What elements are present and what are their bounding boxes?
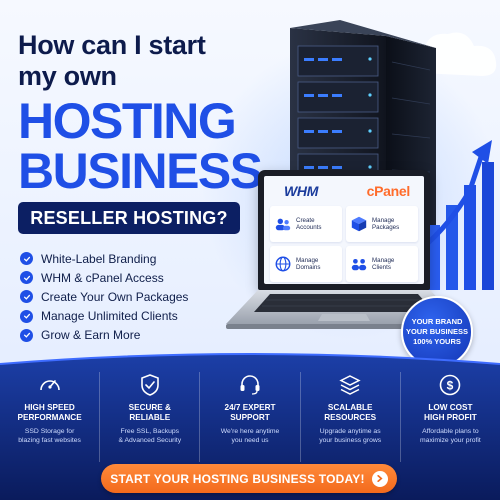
start-hosting-cta-button[interactable]: START YOUR HOSTING BUSINESS TODAY! (101, 464, 397, 493)
tile-label: Create Accounts (296, 216, 322, 232)
features-band (0, 350, 500, 500)
checklist-label: Grow & Earn More (41, 328, 141, 343)
check-icon (20, 290, 33, 304)
headline-hosting: HOSTING (18, 93, 237, 149)
tile-manage-domains[interactable]: Manage Domains (270, 246, 342, 282)
tile-manage-packages[interactable]: Manage Packages (346, 206, 418, 242)
cta-label: START YOUR HOSTING BUSINESS TODAY! (110, 471, 365, 486)
package-icon (351, 216, 367, 232)
tile-create-accounts[interactable]: Create Accounts (270, 206, 342, 242)
list-item: WHM & cPanel Access (20, 268, 220, 287)
globe-icon (275, 256, 291, 272)
list-item: Create Your Own Packages (20, 287, 220, 306)
panel-brand-row: WHM cPanel (264, 176, 424, 201)
check-icon (20, 252, 33, 265)
laptop-screen: WHM cPanel Create Accounts Manage Packag… (258, 170, 430, 290)
feature-scalable: SCALABLE RESOURCES Upgrade anytime as yo… (301, 372, 401, 462)
feature-title: HIGH SPEED PERFORMANCE (17, 403, 82, 422)
growth-chart-graphic (420, 140, 494, 290)
feature-title: SCALABLE RESOURCES (324, 403, 377, 422)
badge-line-3: 100% YOURS (413, 337, 461, 346)
badge-line-1: YOUR BRAND (411, 317, 463, 326)
panel-tiles: Create Accounts Manage Packages Manage D… (270, 206, 418, 282)
whm-logo: WHM (284, 183, 319, 199)
feature-secure: SECURE & RELIABLE Free SSL, Backups & Ad… (100, 372, 201, 462)
headset-icon (240, 375, 260, 395)
check-icon (20, 328, 33, 342)
check-icon (20, 271, 33, 285)
headline-line-2: my own (18, 61, 117, 91)
checklist-label: WHM & cPanel Access (41, 270, 164, 285)
feature-checklist: White-Label Branding WHM & cPanel Access… (20, 249, 220, 345)
users-icon (275, 218, 291, 231)
feature-low-cost: $ LOW COST HIGH PROFIT Affordable plans … (401, 372, 500, 462)
clients-icon (351, 258, 367, 271)
headline: How can I start my own HOSTING BUSINESS … (18, 30, 278, 230)
shield-check-icon (140, 374, 159, 396)
feature-support: 24/7 EXPERT SUPPORT We're here anytime y… (200, 372, 301, 462)
headline-line-1: How can I start (18, 30, 206, 60)
feature-high-speed: HIGH SPEED PERFORMANCE SSD Storage for b… (0, 372, 101, 462)
features-row: HIGH SPEED PERFORMANCE SSD Storage for b… (0, 372, 500, 462)
checklist-label: Create Your Own Packages (41, 289, 189, 304)
tile-label: Manage Domains (296, 256, 321, 272)
tile-label: Manage Packages (372, 216, 400, 232)
checklist-label: Manage Unlimited Clients (41, 309, 178, 324)
feature-desc: SSD Storage for blazing fast websites (18, 428, 81, 444)
list-item: White-Label Branding (20, 249, 220, 268)
brand-badge: YOUR BRAND YOUR BUSINESS 100% YOURS (401, 296, 473, 368)
list-item: Manage Unlimited Clients (20, 307, 220, 326)
speedometer-icon (39, 380, 60, 391)
layers-icon (339, 375, 361, 395)
tile-label: Manage Clients (372, 256, 395, 272)
headline-business: BUSINESS (18, 143, 263, 199)
feature-title: LOW COST HIGH PROFIT (424, 403, 477, 422)
dollar-icon: $ (440, 374, 461, 396)
list-item: Grow & Earn More (20, 326, 220, 345)
feature-desc: Upgrade anytime as your business grows (319, 428, 382, 444)
badge-line-2: YOUR BUSINESS (405, 327, 469, 336)
feature-desc: Free SSL, Backups & Advanced Security (118, 428, 182, 444)
chevron-right-icon (371, 470, 388, 487)
feature-desc: Affordable plans to maximize your profit (420, 428, 481, 444)
feature-title: 24/7 EXPERT SUPPORT (224, 403, 276, 422)
control-panel-screen: WHM cPanel Create Accounts Manage Packag… (264, 176, 424, 284)
cpanel-logo: cPanel (366, 183, 411, 199)
tile-manage-clients[interactable]: Manage Clients (346, 246, 418, 282)
reseller-hosting-pill: RESELLER HOSTING? (18, 202, 240, 234)
feature-title: SECURE & RELIABLE (128, 403, 171, 422)
feature-desc: We're here anytime you need us (220, 428, 280, 444)
checklist-label: White-Label Branding (41, 251, 157, 266)
band-background (0, 353, 500, 500)
check-icon (20, 309, 33, 323)
svg-text:$: $ (447, 379, 454, 393)
